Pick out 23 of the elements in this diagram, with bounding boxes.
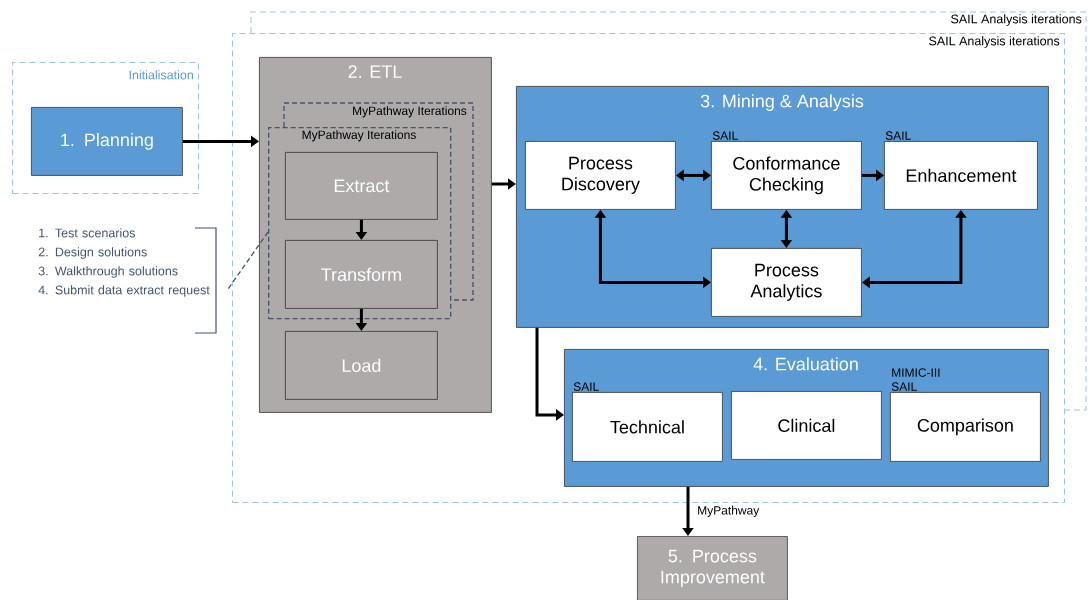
list-item: 2. Design solutions <box>38 247 147 259</box>
process-box: 5. Process Improvement <box>637 536 788 600</box>
source-label: SAIL <box>712 131 738 140</box>
frame-label: MyPathway Iterations <box>353 106 467 118</box>
process-box: Process Analytics <box>711 248 862 317</box>
source-label: MIMIC-III SAIL <box>891 368 940 391</box>
process-box: Extract <box>285 152 438 220</box>
process-box: Clinical <box>731 391 882 460</box>
process-box: 1. Planning <box>31 107 183 176</box>
process-box: Process Discovery <box>525 141 676 210</box>
process-box: Enhancement <box>884 141 1038 210</box>
process-box: Load <box>285 331 438 400</box>
process-box: Technical <box>572 392 723 462</box>
list-item: 4. Submit data extract request <box>38 285 210 297</box>
process-box: Transform <box>285 240 438 309</box>
edge-label: MyPathway <box>696 504 761 518</box>
frame-label: SAIL Analysis iterations <box>951 14 1082 26</box>
process-box: Conformance Checking <box>711 141 862 210</box>
list-item: 3. Walkthrough solutions <box>38 266 178 278</box>
process-box: Comparison <box>890 392 1041 462</box>
list-item: 1. Test scenarios <box>39 228 135 238</box>
source-label: SAIL <box>573 382 599 391</box>
source-label: SAIL <box>885 131 911 140</box>
